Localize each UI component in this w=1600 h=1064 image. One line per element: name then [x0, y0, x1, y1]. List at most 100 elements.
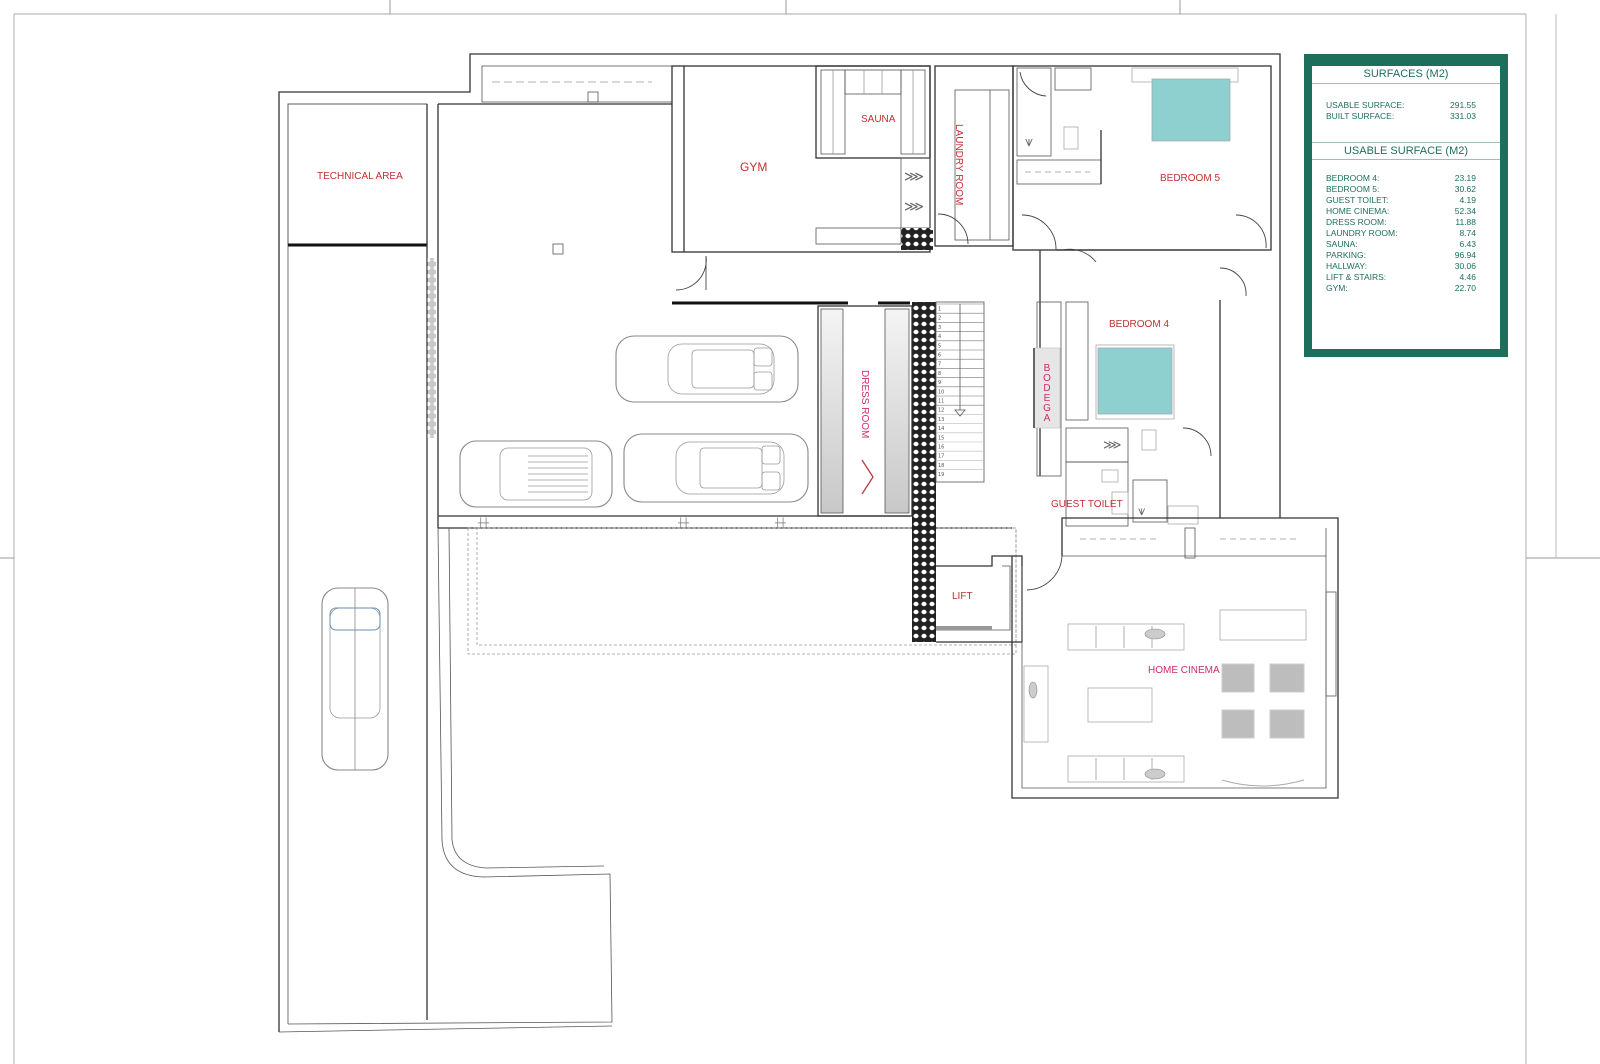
car-driveway: [321, 587, 389, 771]
stair-step-number: 4: [938, 334, 941, 340]
stair-step-number: 9: [938, 380, 941, 386]
usable-surface-row: GYM: 22.70: [1326, 283, 1476, 294]
building-outline: ┼┼ ┼┼ ┼┼: [278, 53, 1281, 1033]
usable-surface-title: USABLE SURFACE (M2): [1312, 142, 1500, 160]
room-name: BEDROOM 4:: [1326, 173, 1380, 183]
stair-step-number: 11: [938, 399, 944, 405]
stair-step-number: 10: [938, 389, 944, 395]
svg-text:┼┼: ┼┼: [774, 517, 786, 529]
summary-row: BUILT SURFACE: 331.03: [1326, 111, 1476, 122]
surfaces-table: SURFACES (M2) USABLE SURFACE: 291.55 BUI…: [1304, 54, 1508, 357]
room-area: 30.06: [1454, 261, 1476, 271]
room-label-dress-room: DRESS ROOM: [859, 370, 870, 438]
room-label-bedroom-4: BEDROOM 4: [1109, 319, 1169, 330]
room-name: BEDROOM 5:: [1326, 184, 1380, 194]
room-label-lift: LIFT: [952, 591, 973, 602]
dress-room-block: [817, 305, 913, 517]
car-sedan-top: [615, 335, 799, 403]
stair-step-number: 19: [938, 472, 944, 478]
svg-text:┼┼: ┼┼: [677, 517, 689, 529]
home-cinema-block: [1011, 517, 1339, 799]
stair-step-number: 2: [938, 316, 941, 322]
stair-step-number: 8: [938, 371, 941, 377]
room-label-home-cinema: HOME CINEMA: [1148, 665, 1220, 676]
stair-step-number: 1: [938, 307, 941, 313]
usable-surface-row: DRESS ROOM: 11.88: [1326, 217, 1476, 228]
room-name: GUEST TOILET:: [1326, 195, 1389, 205]
room-area: 4.19: [1459, 195, 1476, 205]
room-name: LIFT & STAIRS:: [1326, 272, 1387, 282]
summary-label: USABLE SURFACE:: [1326, 100, 1405, 110]
usable-surface-row: SAUNA: 6.43: [1326, 239, 1476, 250]
summary-row: USABLE SURFACE: 291.55: [1326, 100, 1476, 111]
stair-step-number: 5: [938, 343, 941, 349]
room-name: LAUNDRY ROOM:: [1326, 228, 1398, 238]
room-name: DRESS ROOM:: [1326, 217, 1387, 227]
stair-step-number: 14: [938, 426, 944, 432]
room-area: 11.88: [1455, 217, 1476, 227]
usable-surface-row: GUEST TOILET: 4.19: [1326, 195, 1476, 206]
room-label-guest-toilet: GUEST TOILET: [1051, 499, 1123, 510]
room-label-sauna: SAUNA: [861, 114, 896, 125]
stair-step-number: 18: [938, 463, 944, 469]
room-label-gym: GYM: [740, 160, 767, 174]
room-label-bodega: B O D E G A: [1043, 363, 1051, 424]
surfaces-summary: USABLE SURFACE: 291.55 BUILT SURFACE: 33…: [1312, 100, 1500, 122]
room-label-laundry-room: LAUNDRY ROOM: [953, 124, 964, 205]
laundry-block: [934, 65, 1014, 247]
usable-surface-row: HOME CINEMA: 52.34: [1326, 206, 1476, 217]
stair-step-number: 12: [938, 408, 944, 414]
svg-text:⋙: ⋙: [904, 169, 924, 185]
svg-text:⩛: ⩛: [1138, 504, 1146, 519]
room-label-technical-area: TECHNICAL AREA: [317, 171, 403, 182]
room-name: SAUNA:: [1326, 239, 1358, 249]
surfaces-title: SURFACES (M2): [1312, 66, 1500, 84]
summary-value: 331.03: [1450, 111, 1476, 121]
svg-text:┼┼: ┼┼: [477, 517, 489, 529]
stair-step-number: 15: [938, 435, 944, 441]
car-suv: [459, 440, 613, 508]
svg-text:⩛: ⩛: [1025, 134, 1033, 150]
svg-text:G: G: [1043, 403, 1051, 414]
svg-text:B: B: [1044, 363, 1051, 374]
svg-text:D: D: [1043, 383, 1050, 394]
room-name: HOME CINEMA:: [1326, 206, 1390, 216]
usable-surface-row: BEDROOM 4: 23.19: [1326, 173, 1476, 184]
gym-sauna-block: ⋙ ⋙: [671, 65, 933, 305]
room-name: GYM:: [1326, 283, 1348, 293]
room-name: HALLWAY:: [1326, 261, 1367, 271]
room-name: PARKING:: [1326, 250, 1366, 260]
stair-step-number: 3: [938, 325, 941, 331]
usable-surface-row: BEDROOM 5:30.62: [1326, 184, 1476, 195]
stair-step-number: 13: [938, 417, 944, 423]
room-area: 96.94: [1454, 250, 1476, 260]
room-area: 52.34: [1454, 206, 1476, 216]
svg-text:⋙: ⋙: [904, 199, 924, 215]
usable-surface-row: HALLWAY: 30.06: [1326, 261, 1476, 272]
summary-value: 291.55: [1450, 100, 1476, 110]
car-sedan-bottom: [623, 433, 809, 503]
room-area: 4.46: [1459, 272, 1476, 282]
summary-label: BUILT SURFACE:: [1326, 111, 1395, 121]
room-area: 6.43: [1459, 239, 1476, 249]
stair-step-number: 17: [938, 454, 944, 460]
room-label-bedroom-5: BEDROOM 5: [1160, 173, 1220, 184]
room-area: 23.19: [1454, 173, 1476, 183]
usable-surface-row: PARKING: 96.94: [1326, 250, 1476, 261]
svg-text:E: E: [1044, 393, 1051, 404]
lift-block: [936, 555, 1023, 643]
room-area: 8.74: [1459, 228, 1476, 238]
bedroom-4-block: ⋙ ⩛: [1033, 248, 1247, 527]
room-area: 22.70: [1454, 283, 1476, 293]
svg-text:⋙: ⋙: [1103, 438, 1122, 453]
usable-surface-row: LAUNDRY ROOM: 8.74: [1326, 228, 1476, 239]
svg-text:O: O: [1043, 373, 1051, 384]
svg-text:A: A: [1044, 413, 1051, 424]
stair-step-number: 7: [938, 362, 941, 368]
stair-step-number: 16: [938, 445, 944, 451]
stair-step-number: 6: [938, 353, 941, 359]
